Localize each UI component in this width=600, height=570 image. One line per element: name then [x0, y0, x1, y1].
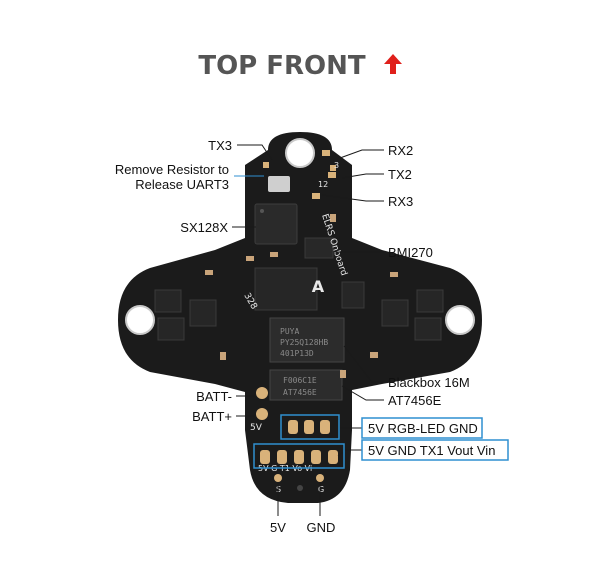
silk-3: 3 [334, 161, 339, 170]
uart-pads-highlight [253, 443, 345, 469]
label-blackbox: Blackbox 16M [388, 375, 470, 390]
label-batt-plus: BATT+ [192, 409, 232, 424]
page-title: TOP FRONT [198, 51, 366, 81]
osd-chip [269, 369, 343, 401]
silk-pad-g: G [318, 485, 324, 494]
label-bmi270: BMI270 [388, 245, 433, 260]
flash-brand: PUYA [280, 327, 299, 336]
flash-chip [269, 317, 345, 363]
leader-lines [232, 144, 384, 516]
label-sx128x: SX128X [180, 220, 228, 235]
pads [256, 150, 338, 482]
label-tx2: TX2 [388, 167, 412, 182]
mcu-chip [254, 267, 318, 311]
osd-line2: AT7456E [283, 388, 317, 397]
up-arrow-icon [384, 54, 402, 74]
uart-label-box [361, 439, 509, 461]
silk-12: 12 [318, 180, 328, 189]
components: PUYA PY25Q128HB 401P13D F006C1E AT7456E [154, 162, 444, 401]
label-uart-pads: 5V GND TX1 Vout Vin [368, 443, 495, 458]
silk-pad-s: S [276, 485, 281, 494]
label-rx2: RX2 [388, 143, 413, 158]
label-rgb-led-gnd: 5V RGB-LED GND [368, 421, 478, 436]
flash-line2: 401P13D [280, 349, 314, 358]
flash-line1: PY25Q128HB [280, 338, 328, 347]
silk-brand: A [312, 277, 325, 296]
sx128x-chip [254, 203, 298, 245]
batt-plus-pad [256, 408, 268, 420]
label-rx3: RX3 [388, 194, 413, 209]
batt-minus-pad [256, 387, 268, 399]
label-bottom-gnd: GND [307, 520, 336, 535]
label-batt-minus: BATT- [196, 389, 232, 404]
label-tx3: TX3 [208, 138, 232, 153]
label-remove-resistor-1: Remove Resistor to [115, 162, 229, 177]
rgb-led-label-box [361, 417, 483, 439]
label-bottom-5v: 5V [270, 520, 286, 535]
rgb-pads-highlight [280, 414, 340, 440]
label-at7456e: AT7456E [388, 393, 442, 408]
label-remove-resistor-2: Release UART3 [135, 177, 229, 192]
silk-5v: 5V [250, 423, 263, 433]
crystal [268, 176, 290, 192]
osd-line1: F006C1E [283, 376, 317, 385]
bmi270-chip [304, 237, 334, 259]
